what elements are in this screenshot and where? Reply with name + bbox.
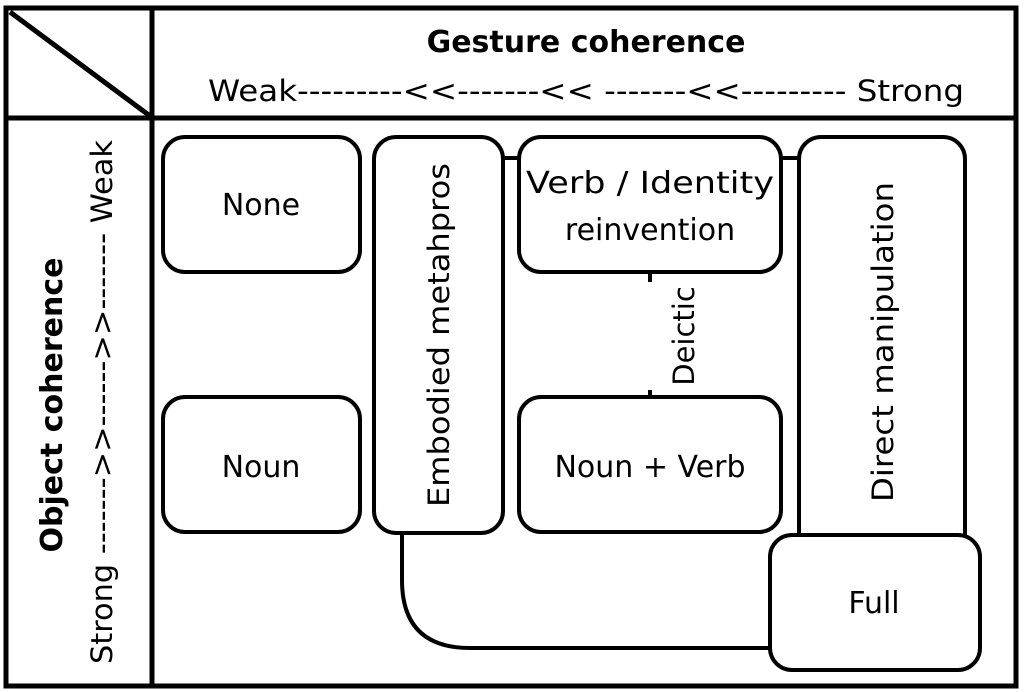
embodied-metaphors-box xyxy=(372,135,505,535)
full-box xyxy=(768,533,982,672)
verb-identity-label-line2: reinvention xyxy=(565,213,735,248)
object-coherence-title: Object coherence xyxy=(35,258,70,553)
embodied-metaphors-label: Embodied metahpros xyxy=(422,163,456,507)
table-frame xyxy=(3,5,1019,689)
gesture-scale: Weak---------<<-------<< -------<<------… xyxy=(208,74,964,108)
noun-box xyxy=(161,395,362,534)
noun-verb-box xyxy=(517,395,783,534)
verb-identity-label-line1: Verb / Identity xyxy=(526,166,774,201)
direct-manipulation-label: Direct manipulation xyxy=(866,182,900,502)
object-scale: Strong ------->>------>>------- Weak xyxy=(85,140,119,664)
gesture-coherence-title: Gesture coherence xyxy=(427,25,746,60)
noun-label: Noun xyxy=(222,450,301,485)
deictic-label: Deictic xyxy=(667,286,701,386)
noun-verb-label: Noun + Verb xyxy=(554,450,745,485)
none-label: None xyxy=(222,188,300,223)
full-label: Full xyxy=(848,586,899,621)
verb-identity-box xyxy=(517,135,783,274)
corner-diagonal xyxy=(8,9,152,119)
embodied-to-full-curve xyxy=(400,532,770,650)
none-box xyxy=(161,135,362,274)
